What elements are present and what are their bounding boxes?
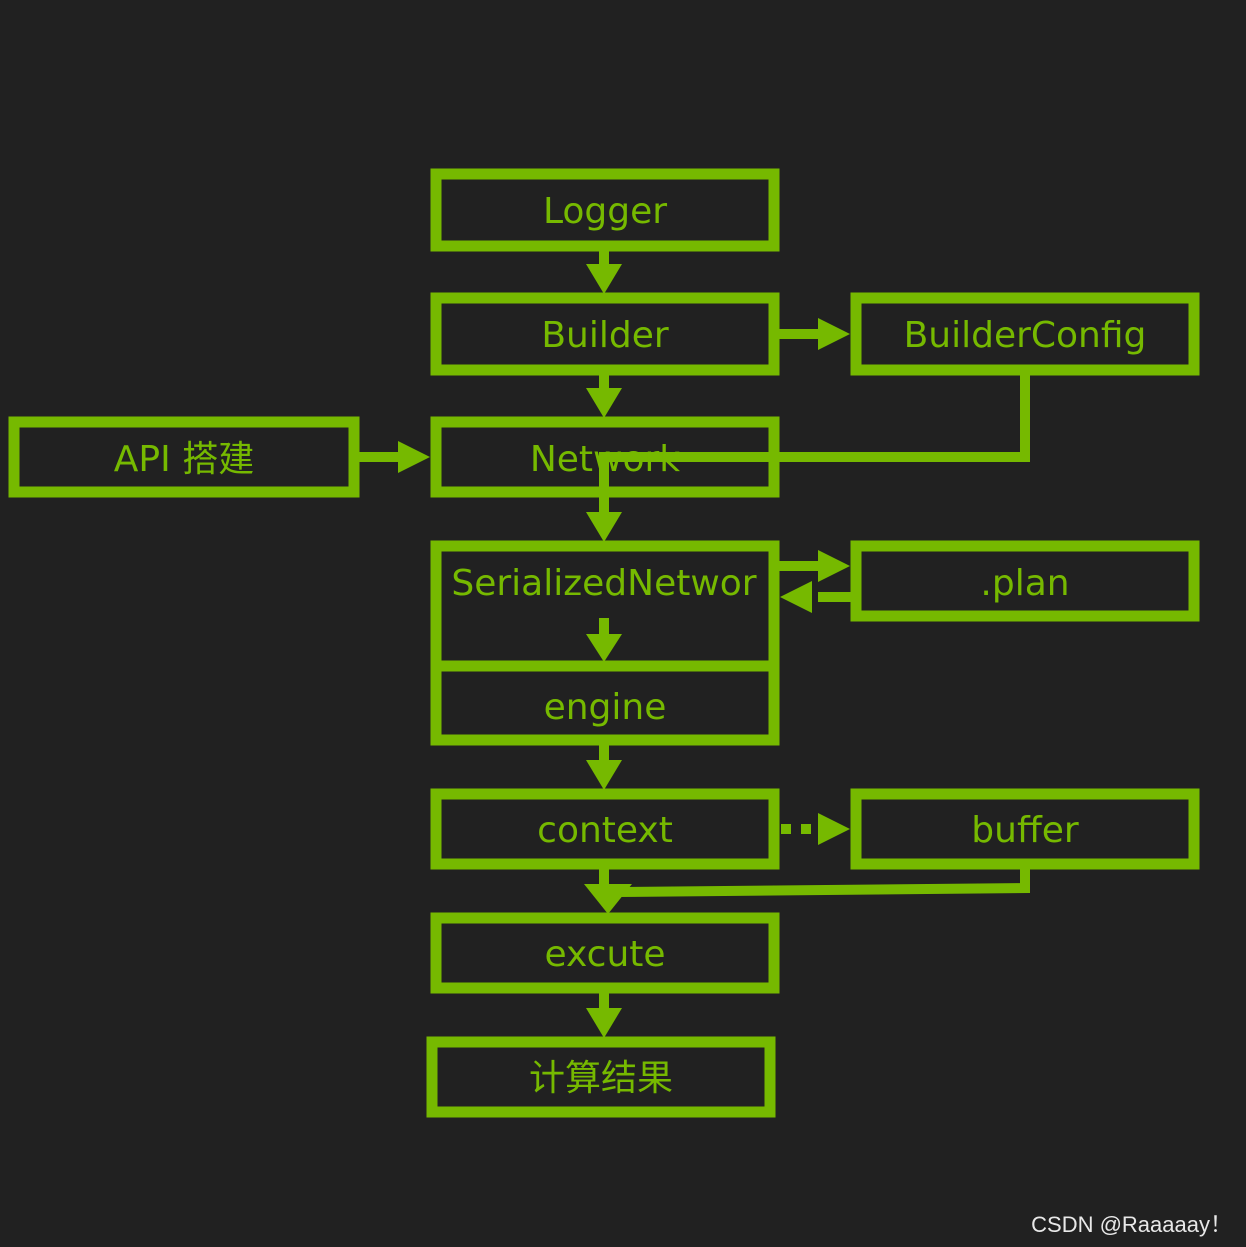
- api-box: [8, 416, 360, 498]
- arrowhead-down-icon: [586, 264, 622, 294]
- engine-box: [430, 660, 780, 746]
- execute-label: excute: [544, 934, 665, 975]
- arrowhead-down-icon: [586, 388, 622, 418]
- arrowhead-left-icon: [780, 581, 812, 613]
- result-label: 计算结果: [529, 1058, 673, 1099]
- arrowhead-down-icon: [586, 512, 622, 542]
- arrowhead-right-icon: [818, 318, 850, 350]
- plan-label: .plan: [980, 563, 1069, 604]
- buffer-label: buffer: [971, 810, 1079, 851]
- context-label: context: [537, 810, 673, 851]
- execute-box: [430, 912, 780, 994]
- arrowhead-down-icon: [586, 634, 622, 662]
- arrowhead-right-icon: [818, 813, 850, 845]
- arrowhead-down-icon: [586, 1008, 622, 1038]
- result-box: [426, 1036, 776, 1118]
- buffer-box: [850, 788, 1200, 870]
- arrowhead-down-icon: [586, 760, 622, 790]
- builder-box: [430, 292, 780, 376]
- builder-label: Builder: [541, 315, 669, 356]
- buffer-execute-connector: [617, 869, 1030, 897]
- arrowhead-right-icon: [398, 441, 430, 473]
- builder-config-label: BuilderConfig: [904, 315, 1147, 356]
- engine-label: engine: [544, 687, 667, 728]
- api-label: API 搭建: [114, 439, 254, 480]
- context-box: [430, 788, 780, 870]
- logger-box: [430, 168, 780, 252]
- arrowhead-right-icon: [818, 550, 850, 582]
- logger-label: Logger: [543, 191, 667, 232]
- serialized-network-label: SerializedNetwor: [451, 563, 756, 604]
- network-label: Network: [530, 439, 680, 480]
- arrowhead-down-icon: [584, 884, 632, 914]
- plan-box: [850, 540, 1200, 622]
- builder-config-box: [850, 292, 1200, 376]
- watermark-text: CSDN @Raaaaay！: [1031, 1212, 1232, 1237]
- builder-config-network-connector: [599, 375, 1030, 514]
